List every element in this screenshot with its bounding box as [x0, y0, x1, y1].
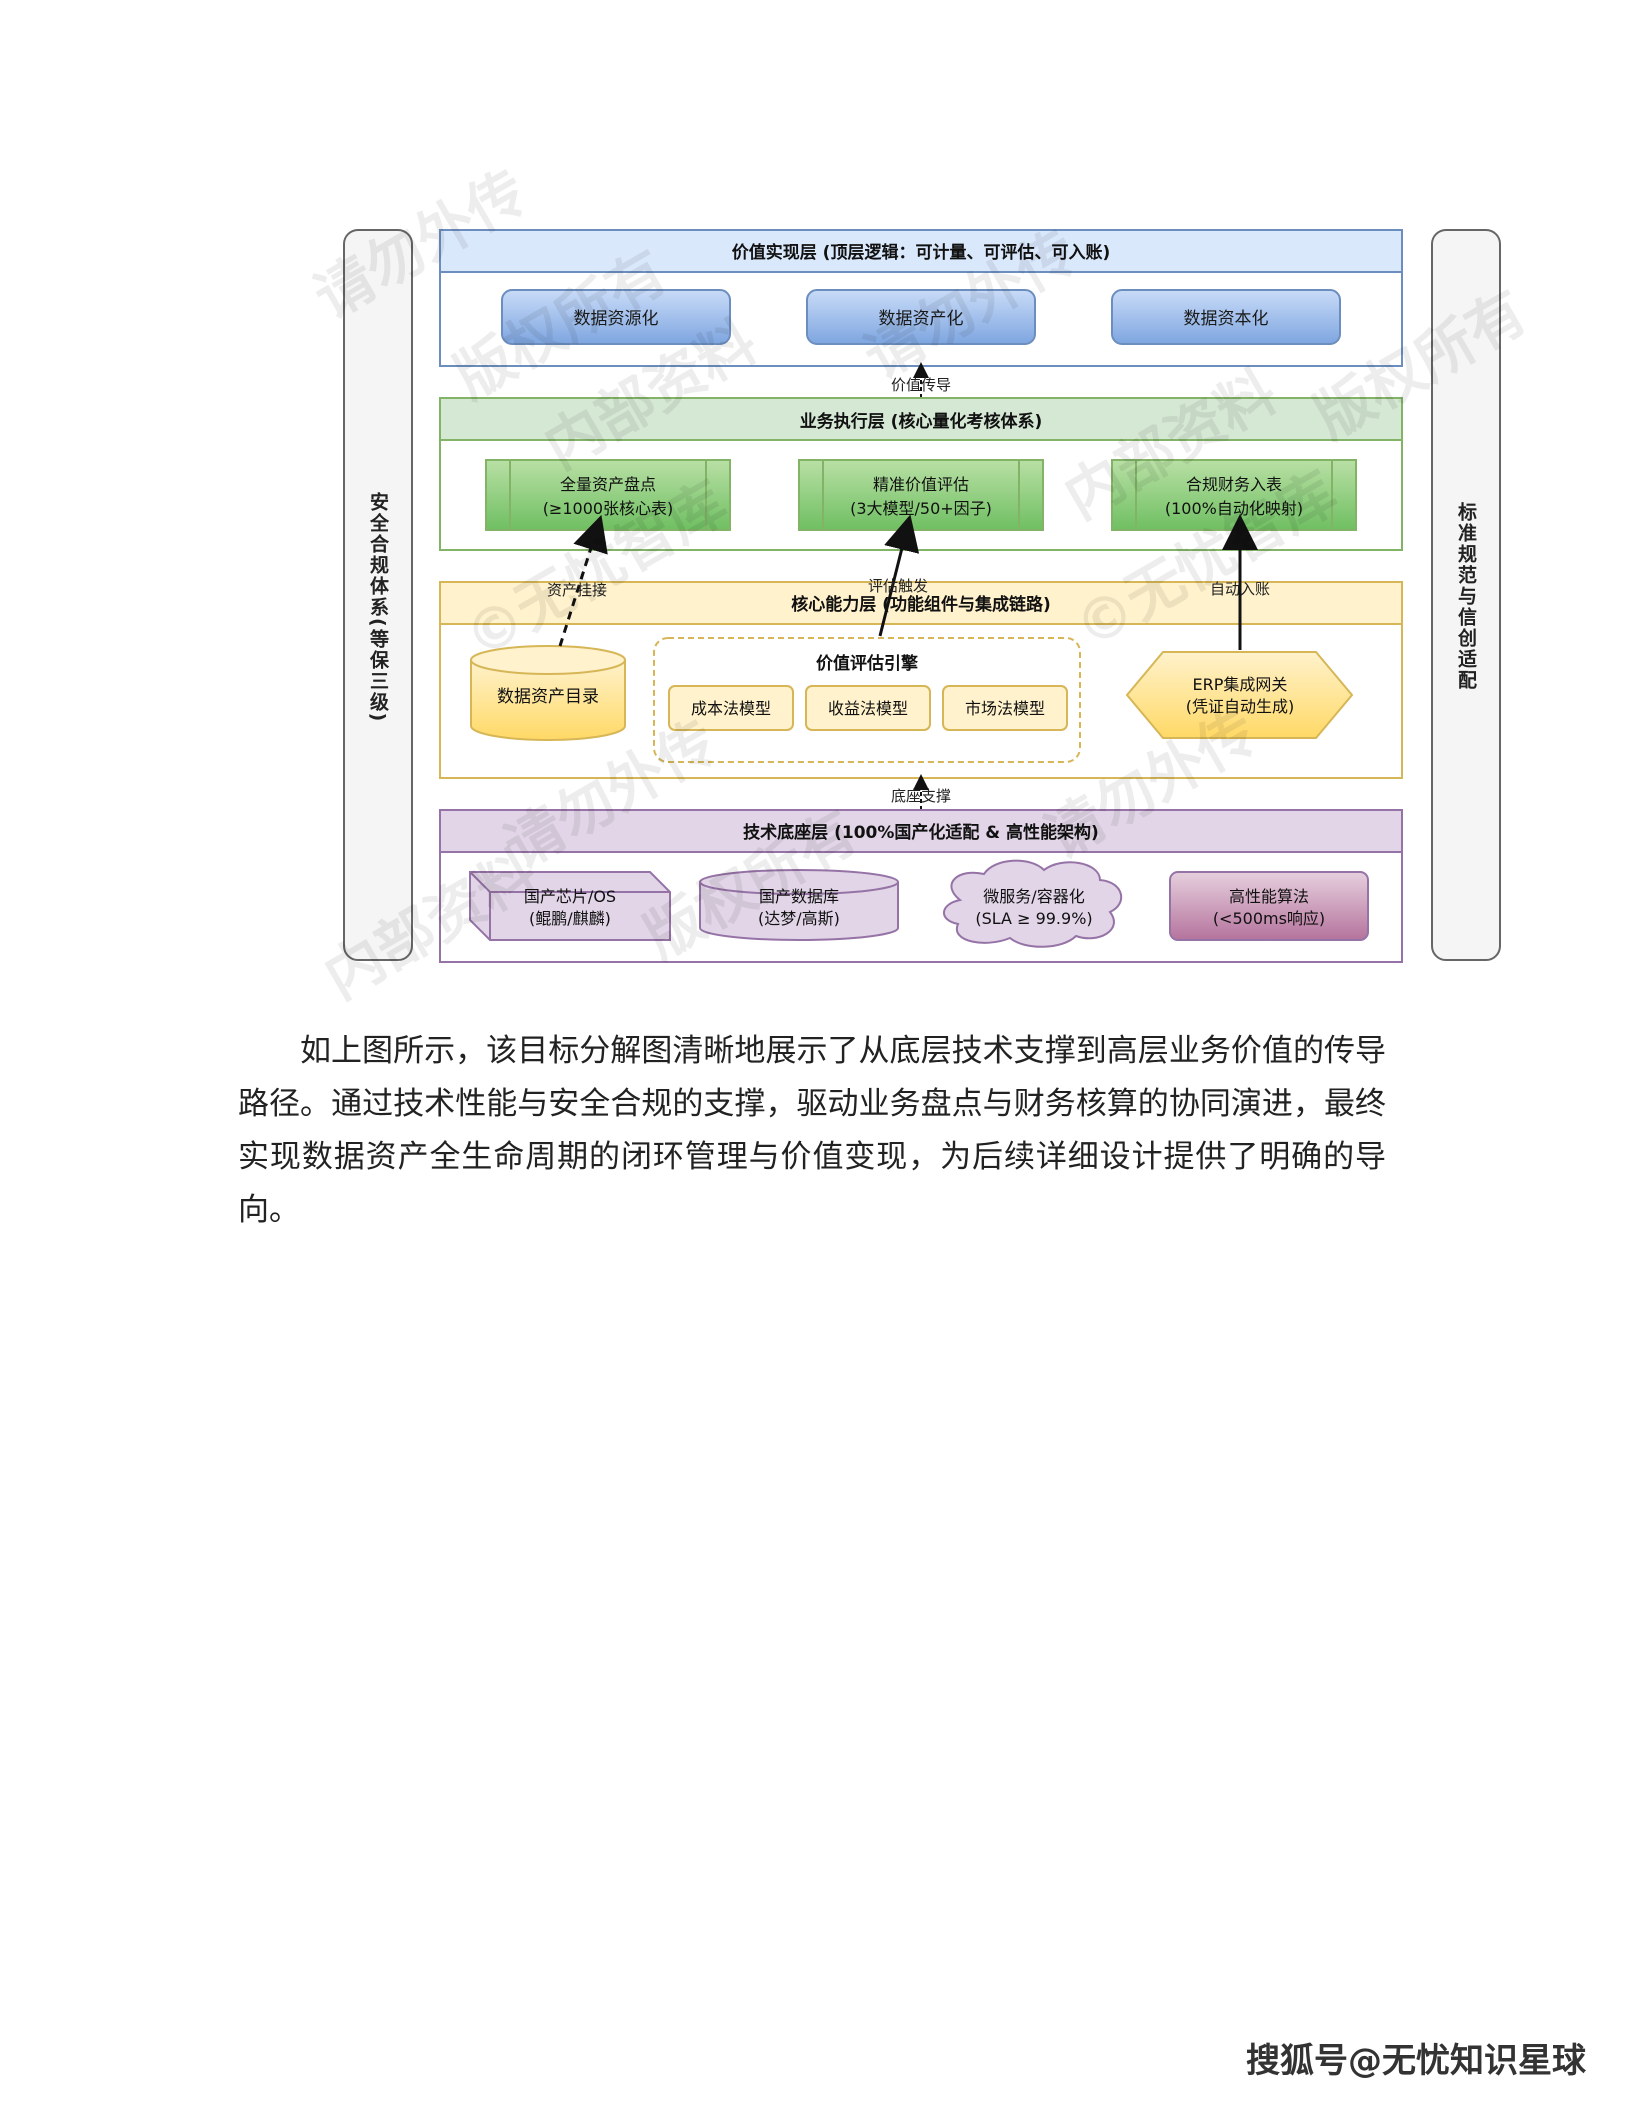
- tech-item-line2: (鲲鹏/麒麟): [529, 909, 611, 928]
- data-catalog-cylinder: 数据资产目录: [470, 645, 626, 741]
- tech-layer-title: 技术底座层 (100%国产化适配 & 高性能架构): [743, 822, 1099, 843]
- arrow-label: 价值传导: [891, 376, 951, 394]
- arrow-auto-post: 自动入账: [1210, 514, 1270, 650]
- arrow-asset-mount: 资产挂接: [547, 514, 608, 647]
- model-label: 成本法模型: [691, 699, 771, 718]
- arrow-eval-trigger: 评估触发: [868, 514, 928, 637]
- business-item-line1: 全量资产盘点: [560, 475, 656, 494]
- tech-item-line1: 国产数据库: [759, 887, 839, 906]
- core-layer-title: 核心能力层 (功能组件与集成链路): [791, 594, 1050, 615]
- value-item-label: 数据资产化: [879, 309, 964, 329]
- arrow-value-transfer: 价值传导: [891, 362, 951, 398]
- business-item-evaluation: 精准价值评估 (3大模型/50+因子): [798, 459, 1044, 531]
- cost-model-box: 成本法模型: [668, 685, 794, 731]
- model-label: 市场法模型: [965, 699, 1045, 718]
- tech-item-line1: 微服务/容器化: [983, 887, 1084, 906]
- value-item-label: 数据资本化: [1184, 309, 1269, 329]
- arrow-label: 评估触发: [868, 577, 928, 595]
- business-item-finance: 合规财务入表 (100%自动化映射): [1111, 459, 1357, 531]
- tech-item-line1: 国产芯片/OS: [524, 887, 616, 906]
- value-layer-title: 价值实现层 (顶层逻辑：可计量、可评估、可入账): [732, 242, 1110, 263]
- business-item-line2: (100%自动化映射): [1165, 499, 1303, 518]
- arrow-label: 底座支撑: [891, 787, 951, 805]
- erp-gateway-hexagon: ERP集成网关 (凭证自动生成): [1125, 651, 1354, 739]
- erp-gateway-line2: (凭证自动生成): [1186, 697, 1295, 716]
- tech-layer: 技术底座层 (100%国产化适配 & 高性能架构) 国产芯片/OS (鲲鹏/麒麟…: [439, 809, 1403, 963]
- tech-item-database: 国产数据库 (达梦/高斯): [699, 869, 899, 941]
- model-label: 收益法模型: [828, 699, 908, 718]
- body-paragraph-block: 如上图所示，该目标分解图清晰地展示了从底层技术支撑到高层业务价值的传导路径。通过…: [238, 1025, 1386, 1237]
- source-watermark: 搜狐号@无忧知识星球: [1246, 2041, 1586, 2081]
- erp-gateway-line1: ERP集成网关: [1193, 675, 1288, 694]
- tech-item-line2: (达梦/高斯): [758, 909, 840, 928]
- tech-item-microservice-cloud: 微服务/容器化 (SLA ≥ 99.9%): [943, 859, 1123, 948]
- market-model-box: 市场法模型: [942, 685, 1068, 731]
- business-layer-title: 业务执行层 (核心量化考核体系): [800, 411, 1042, 432]
- tech-item-algorithm: 高性能算法 (<500ms响应): [1169, 871, 1369, 941]
- architecture-diagram: 安全合规体系(等保三级) 标准规范与信创适配 价值实现层 (顶层逻辑：可计量、可…: [303, 157, 1538, 1010]
- business-item-line2: (≥1000张核心表): [543, 499, 674, 518]
- body-paragraph: 如上图所示，该目标分解图清晰地展示了从底层技术支撑到高层业务价值的传导路径。通过…: [238, 1033, 1386, 1228]
- data-catalog-label: 数据资产目录: [497, 687, 599, 707]
- value-item-asset: 数据资产化: [806, 289, 1036, 345]
- core-layer: 核心能力层 (功能组件与集成链路) 数据资产目录 价值评估引擎 成本法模型 收益…: [439, 581, 1403, 779]
- left-pillar-label: 安全合规体系(等保三级): [367, 491, 390, 724]
- tech-item-chip-os: 国产芯片/OS (鲲鹏/麒麟): [469, 871, 671, 941]
- valuation-engine-title: 价值评估引擎: [816, 653, 919, 674]
- business-item-line1: 合规财务入表: [1186, 475, 1282, 494]
- tech-item-line2: (<500ms响应): [1213, 909, 1325, 928]
- business-item-line2: (3大模型/50+因子): [850, 499, 992, 518]
- income-model-box: 收益法模型: [805, 685, 931, 731]
- value-layer: 价值实现层 (顶层逻辑：可计量、可评估、可入账) 数据资源化 数据资产化 数据资…: [439, 229, 1403, 367]
- value-item-label: 数据资源化: [574, 309, 659, 329]
- right-pillar: 标准规范与信创适配: [1431, 229, 1501, 961]
- arrow-label: 资产挂接: [547, 581, 607, 599]
- value-item-capital: 数据资本化: [1111, 289, 1341, 345]
- business-item-inventory: 全量资产盘点 (≥1000张核心表): [485, 459, 731, 531]
- arrow-base-support: 底座支撑: [891, 774, 951, 810]
- business-item-line1: 精准价值评估: [873, 475, 969, 494]
- arrow-label: 自动入账: [1210, 580, 1270, 598]
- left-pillar: 安全合规体系(等保三级): [343, 229, 413, 961]
- right-pillar-label: 标准规范与信创适配: [1455, 502, 1478, 691]
- value-item-resource: 数据资源化: [501, 289, 731, 345]
- tech-item-line2: (SLA ≥ 99.9%): [975, 909, 1092, 928]
- valuation-engine-group: 价值评估引擎 成本法模型 收益法模型 市场法模型: [653, 637, 1081, 763]
- tech-item-line1: 高性能算法: [1229, 887, 1309, 906]
